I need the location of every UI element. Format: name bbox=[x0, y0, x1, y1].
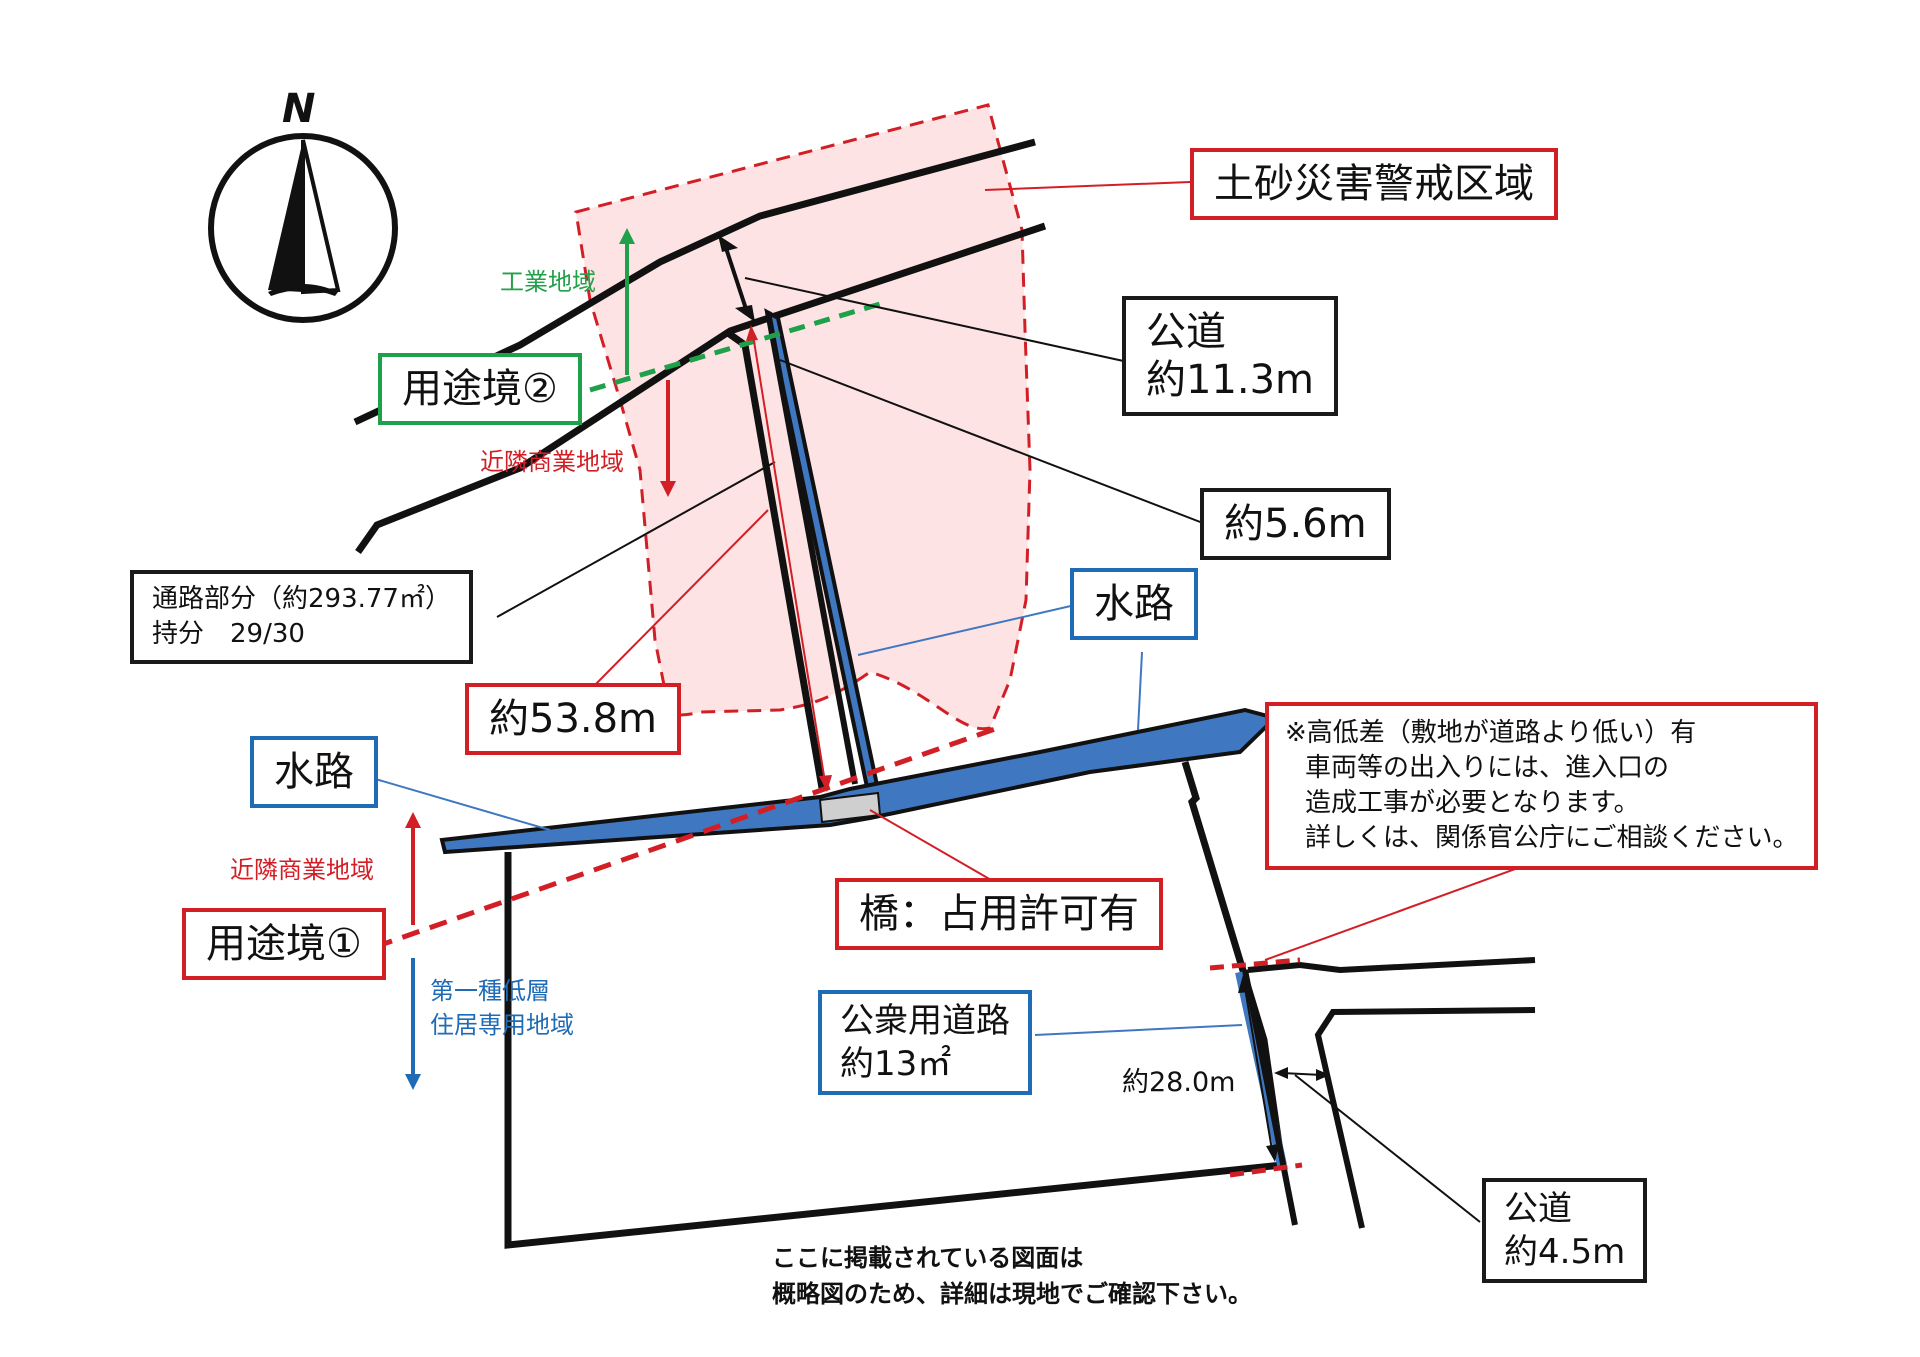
footer-note: ここに掲載されている図面は 概略図のため、詳細は現地でご確認下さい。 bbox=[772, 1240, 1252, 1312]
industrial-zone-label: 工業地域 bbox=[500, 268, 596, 296]
dimension-arrows bbox=[718, 235, 1330, 1162]
residential-zone-label: 第一種低層 住居専用地域 bbox=[430, 975, 574, 1042]
hazard-zone-label: 土砂災害警戒区域 bbox=[1190, 148, 1558, 220]
boundary-marker-upper bbox=[1209, 957, 1301, 971]
elevation-note-line-4: 詳しくは、関係官公庁にご相談ください。 bbox=[1305, 823, 1799, 854]
commercial-zone-top-label: 近隣商業地域 bbox=[480, 448, 624, 476]
elevation-note-line-3: 造成工事が必要となります。 bbox=[1305, 788, 1640, 819]
compass-north-label: N bbox=[282, 86, 316, 132]
elevation-note-line-1: ※高低差（敷地が道路より低い）有 bbox=[1285, 718, 1697, 748]
footer-note-line-1: ここに掲載されている図面は bbox=[772, 1244, 1084, 1272]
public-path-title: 公衆用道路 bbox=[840, 1001, 1010, 1041]
waterway-right-label: 水路 bbox=[1070, 568, 1198, 640]
passage-area: 通路部分（約293.77㎡） bbox=[152, 584, 451, 614]
public-path-area: 約13㎡ bbox=[840, 1043, 952, 1084]
public-path-edge bbox=[1242, 969, 1298, 1226]
zone-arrows bbox=[405, 228, 676, 1090]
passage-info-label: 通路部分（約293.77㎡） 持分 29/30 bbox=[130, 570, 473, 665]
side-road-lower bbox=[1314, 1007, 1536, 1229]
public-road-small-title: 公道 bbox=[1504, 1189, 1572, 1229]
use-boundary-1-line bbox=[374, 725, 999, 950]
passage-right-edge bbox=[765, 311, 858, 785]
road-lower-line bbox=[355, 222, 1047, 555]
side-road-upper bbox=[1247, 957, 1536, 974]
use-boundary-2-label: 用途境② bbox=[378, 353, 582, 425]
boundary-marker-lower bbox=[1229, 1162, 1303, 1178]
length-28-label: 約28.0m bbox=[1122, 1067, 1236, 1098]
waterway-left-label: 水路 bbox=[250, 736, 378, 808]
commercial-zone-left-label: 近隣商業地域 bbox=[230, 856, 374, 884]
public-road-main-title: 公道 bbox=[1146, 309, 1226, 355]
leader-lines bbox=[371, 181, 1541, 1223]
north-arrow-icon bbox=[208, 133, 398, 323]
residential-zone-line-1: 第一種低層 bbox=[430, 977, 550, 1005]
elevation-note-line-2: 車両等の出入りには、進入口の bbox=[1305, 753, 1670, 784]
passage-share: 持分 29/30 bbox=[152, 619, 305, 650]
public-path-label: 公衆用道路 約13㎡ bbox=[818, 990, 1032, 1095]
footer-note-line-2: 概略図のため、詳細は現地でご確認下さい。 bbox=[772, 1280, 1252, 1308]
public-road-main-width: 約11.3m bbox=[1146, 357, 1315, 403]
site-parcel-outline bbox=[504, 852, 1283, 1249]
elevation-note-box: ※高低差（敷地が道路より低い）有 車両等の出入りには、進入口の 造成工事が必要と… bbox=[1265, 702, 1819, 871]
site-parcel-right bbox=[1181, 760, 1286, 1166]
residential-zone-line-2: 住居専用地域 bbox=[430, 1010, 574, 1039]
public-road-main-label: 公道 約11.3m bbox=[1122, 296, 1339, 416]
public-road-small-label: 公道 約4.5m bbox=[1482, 1178, 1648, 1283]
public-road-small-width: 約4.5m bbox=[1504, 1231, 1626, 1272]
bridge-permit-label: 橋：占用許可有 bbox=[835, 878, 1163, 950]
use-boundary-1-label: 用途境① bbox=[182, 908, 386, 980]
length-53-8-label: 約53.8m bbox=[465, 683, 682, 755]
width-5-6-label: 約5.6m bbox=[1200, 488, 1391, 560]
